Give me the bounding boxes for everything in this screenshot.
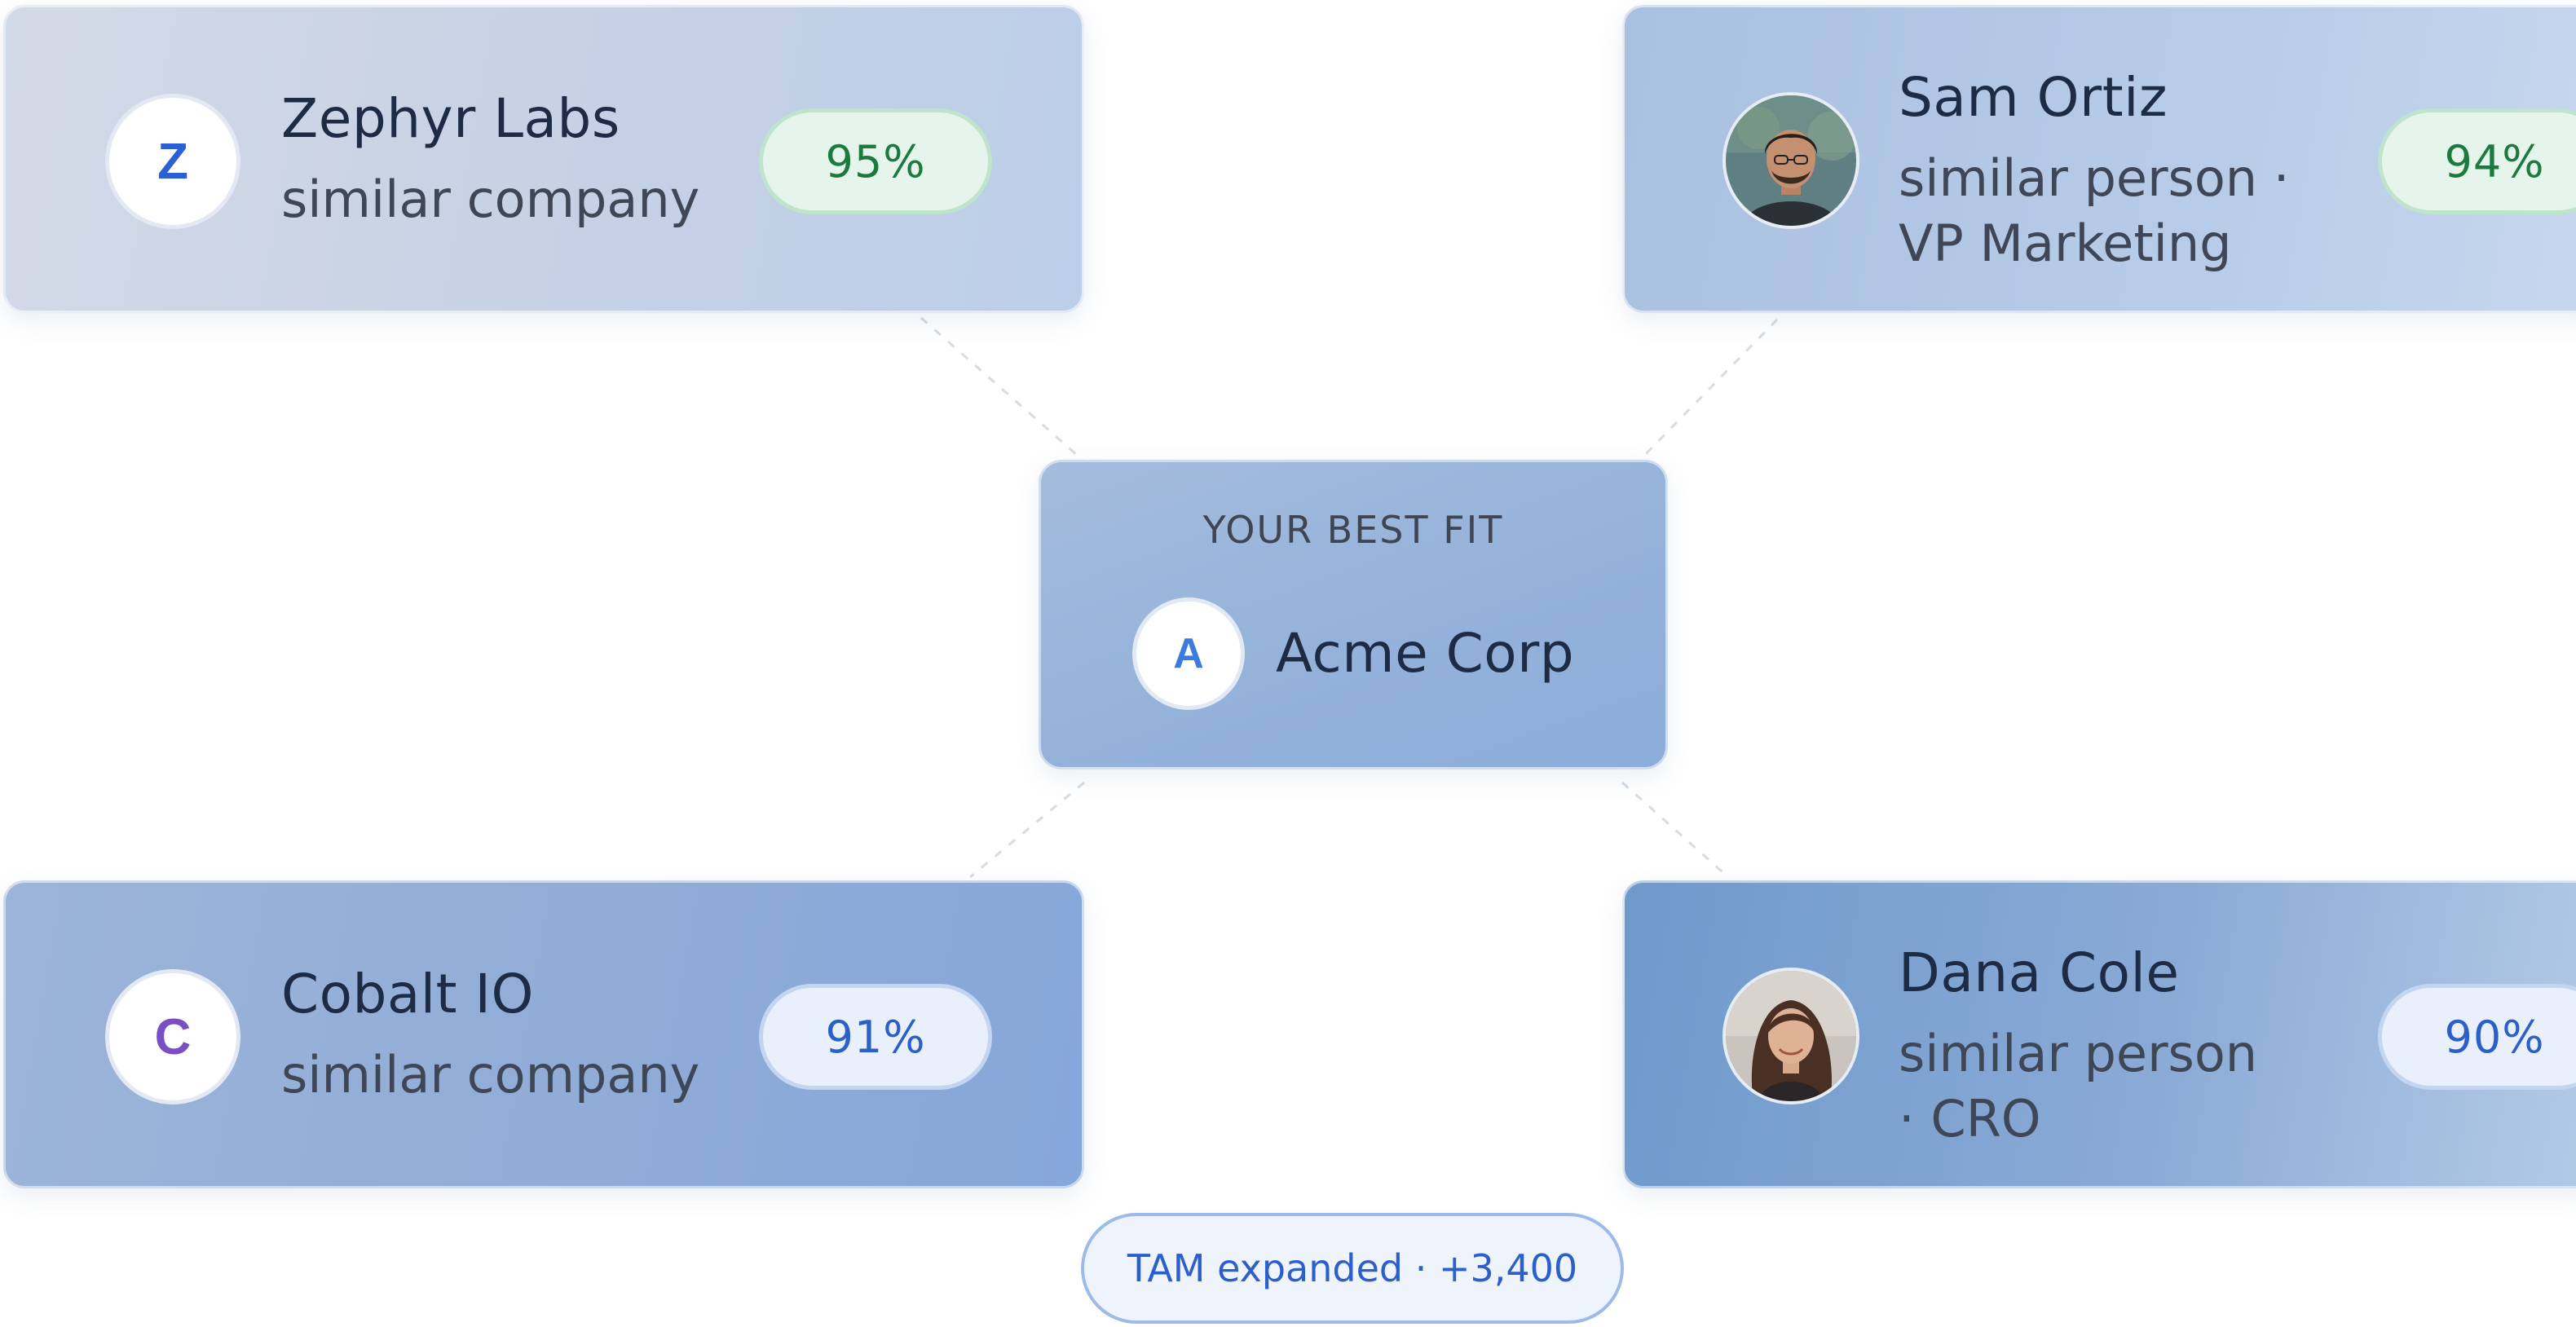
connector-zephyr bbox=[920, 316, 1085, 463]
company-logo-icon: A bbox=[1132, 597, 1245, 710]
connector-dana bbox=[1621, 781, 1729, 879]
person-avatar-icon bbox=[1726, 95, 1856, 226]
company-logo-icon: C bbox=[105, 969, 240, 1104]
match-score-badge: 90% bbox=[2378, 984, 2576, 1090]
match-score-badge: 95% bbox=[759, 108, 992, 214]
best-fit-eyebrow: YOUR BEST FIT bbox=[1202, 508, 1504, 552]
match-score-badge: 94% bbox=[2378, 108, 2576, 214]
match-name: Cobalt IO bbox=[281, 963, 534, 1025]
match-subtitle: similar company bbox=[281, 1045, 700, 1104]
match-name: Zephyr Labs bbox=[281, 87, 620, 150]
connector-cobalt bbox=[969, 781, 1085, 879]
match-name: Dana Cole bbox=[1899, 941, 2180, 1004]
connector-sam bbox=[1637, 318, 1779, 463]
best-fit-card-acme-corp[interactable]: YOUR BEST FIT A Acme Corp bbox=[1039, 460, 1668, 769]
match-name: Sam Ortiz bbox=[1899, 66, 2168, 129]
match-card-cobalt-io[interactable]: C Cobalt IO similar company 91% bbox=[3, 880, 1084, 1188]
tam-expanded-badge: TAM expanded · +3,400 bbox=[1081, 1213, 1624, 1324]
match-subtitle-line-2: VP Marketing bbox=[1899, 214, 2232, 273]
best-fit-name: Acme Corp bbox=[1276, 622, 1575, 685]
match-subtitle-line-1: similar person · bbox=[1899, 148, 2290, 208]
match-score-badge: 91% bbox=[759, 984, 992, 1090]
avatar bbox=[1722, 968, 1859, 1104]
person-avatar-icon bbox=[1726, 971, 1856, 1101]
match-card-sam-ortiz[interactable]: Sam Ortiz similar person · VP Marketing … bbox=[1622, 5, 2576, 313]
match-subtitle-line-2: · CRO bbox=[1899, 1089, 2041, 1148]
match-subtitle: similar company bbox=[281, 170, 700, 229]
match-card-zephyr-labs[interactable]: Z Zephyr Labs similar company 95% bbox=[3, 5, 1084, 313]
avatar bbox=[1722, 92, 1859, 229]
match-card-dana-cole[interactable]: Dana Cole similar person · CRO 90% bbox=[1622, 880, 2576, 1188]
match-subtitle-line-1: similar person bbox=[1899, 1024, 2258, 1083]
company-logo-icon: Z bbox=[105, 94, 240, 229]
